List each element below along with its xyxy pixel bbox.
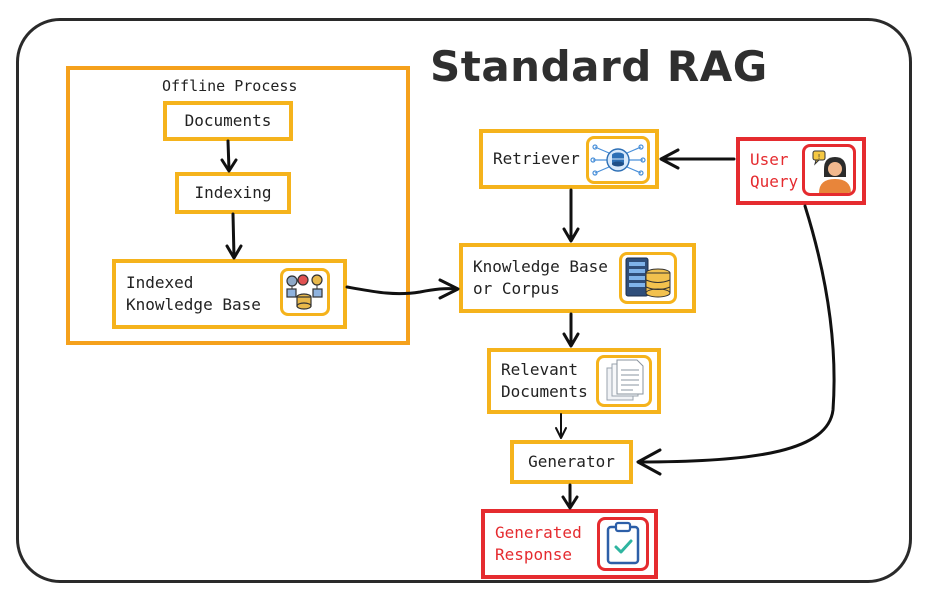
arrowhead-relevant-docs (562, 332, 580, 348)
indexed-network-icon (280, 268, 330, 316)
person-chat-icon: ! (802, 144, 856, 196)
arrow-indexing-to-indexed-kb (231, 212, 236, 259)
server-database-icon (619, 252, 677, 304)
arrowhead-indexed-kb (225, 244, 243, 260)
generator-label: Generator (528, 452, 615, 471)
documents-label: Documents (184, 111, 272, 130)
indexed-knowledge-base-label: Indexed Knowledge Base (126, 273, 261, 314)
generator-box: Generator (510, 440, 633, 484)
clipboard-check-icon (597, 517, 649, 571)
user-query-label: User Query (750, 150, 799, 191)
relevant-documents-label: Relevant Documents (501, 360, 588, 401)
retriever-label: Retriever (493, 149, 580, 168)
arrowhead-knowledge-base-left (438, 278, 460, 300)
generated-response-label: Generated Response (495, 523, 582, 564)
document-stack-icon (596, 355, 652, 407)
offline-process-label: Offline Process (162, 77, 298, 95)
svg-text:!: ! (818, 153, 821, 161)
arrow-query-to-generator (638, 204, 836, 464)
documents-box: Documents (163, 101, 293, 141)
arrowhead-generator-right (636, 448, 662, 476)
indexing-box: Indexing (175, 172, 291, 214)
indexing-label: Indexing (194, 183, 272, 202)
database-network-icon (586, 136, 650, 184)
arrow-indexed-kb-to-knowledge-base (345, 285, 459, 296)
arrowhead-response (561, 495, 579, 510)
arrowhead-retriever (659, 148, 680, 170)
arrowhead-indexing (220, 158, 238, 173)
arrowhead-knowledge-base-top (562, 227, 580, 243)
knowledge-base-label: Knowledge Base or Corpus (473, 257, 608, 298)
offline-process-container (66, 66, 410, 345)
arrowhead-generator-top (555, 427, 567, 439)
diagram-title: Standard RAG (430, 42, 768, 91)
arrow-documents-to-indexing (226, 139, 231, 172)
